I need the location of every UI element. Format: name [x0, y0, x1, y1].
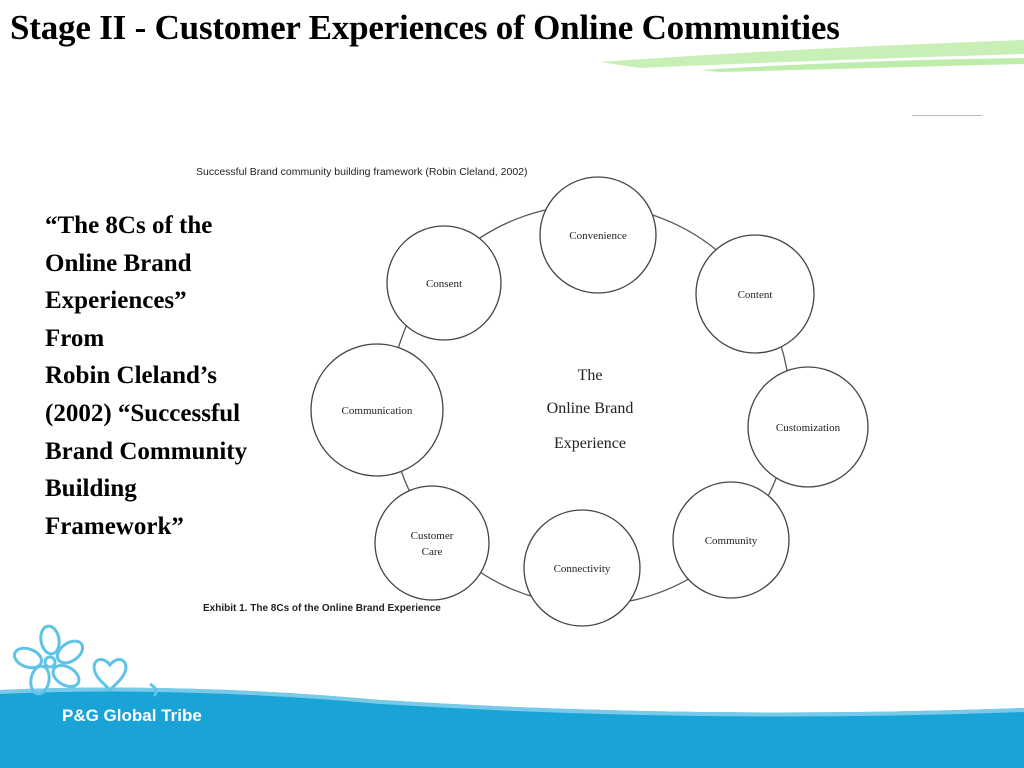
- diagram-node-label: Customer: [411, 530, 454, 542]
- diagram-heading: Successful Brand community building fram…: [196, 166, 528, 178]
- center-label-line: The: [578, 367, 603, 384]
- diagram-node-circle: [672, 481, 790, 599]
- center-label-line: Online Brand: [547, 400, 634, 417]
- quote-line: (2002) “Successful: [45, 399, 241, 427]
- quote-block: “The 8Cs of the Online Brand Experiences…: [45, 207, 307, 545]
- quote-line: Robin Cleland’s: [45, 362, 218, 390]
- quote-line: Building: [45, 475, 137, 503]
- heart-icon: [92, 658, 128, 693]
- quote-line: Experiences”: [45, 287, 187, 315]
- diagram-node-label: Care: [422, 546, 443, 558]
- footer-band: [0, 687, 1024, 768]
- nodes-group: ConvenienceContentCustomizationCommunity…: [310, 176, 869, 627]
- diagram-caption: Exhibit 1. The 8Cs of the Online Brand E…: [203, 603, 441, 614]
- diagram-node-label: Convenience: [569, 230, 627, 242]
- quote-line: Brand Community: [45, 437, 248, 465]
- diagram-node-circle: [523, 509, 641, 627]
- diagram-node-circle: [747, 366, 869, 488]
- diagram-node-label: Communication: [342, 405, 413, 417]
- slide-title: Stage II - Customer Experiences of Onlin…: [10, 8, 840, 47]
- diagram-node-circle: [310, 343, 444, 477]
- footer-label: P&G Global Tribe: [62, 706, 202, 725]
- flower-icon: [12, 624, 85, 696]
- diagram-node-label: Customization: [776, 422, 841, 434]
- quote-line: Online Brand: [45, 249, 192, 277]
- title-swoosh-decoration: [600, 40, 1024, 72]
- quote-line: From: [45, 324, 105, 352]
- quote-line: “The 8Cs of the: [45, 212, 213, 239]
- quote-line: Framework”: [45, 512, 184, 540]
- diagram-node-label: Content: [738, 289, 773, 301]
- diagram-node-label: Connectivity: [554, 563, 611, 575]
- divider-line: [912, 115, 982, 116]
- diagram-node-circle: [539, 176, 657, 294]
- diagram-node-circle: [386, 225, 502, 341]
- diagram-node-label: Community: [705, 535, 758, 547]
- diagram-node-circle: [374, 485, 490, 601]
- diagram-node-circle: [695, 234, 815, 354]
- diagram-node-label: Consent: [426, 278, 462, 290]
- center-label-line: Experience: [554, 435, 626, 452]
